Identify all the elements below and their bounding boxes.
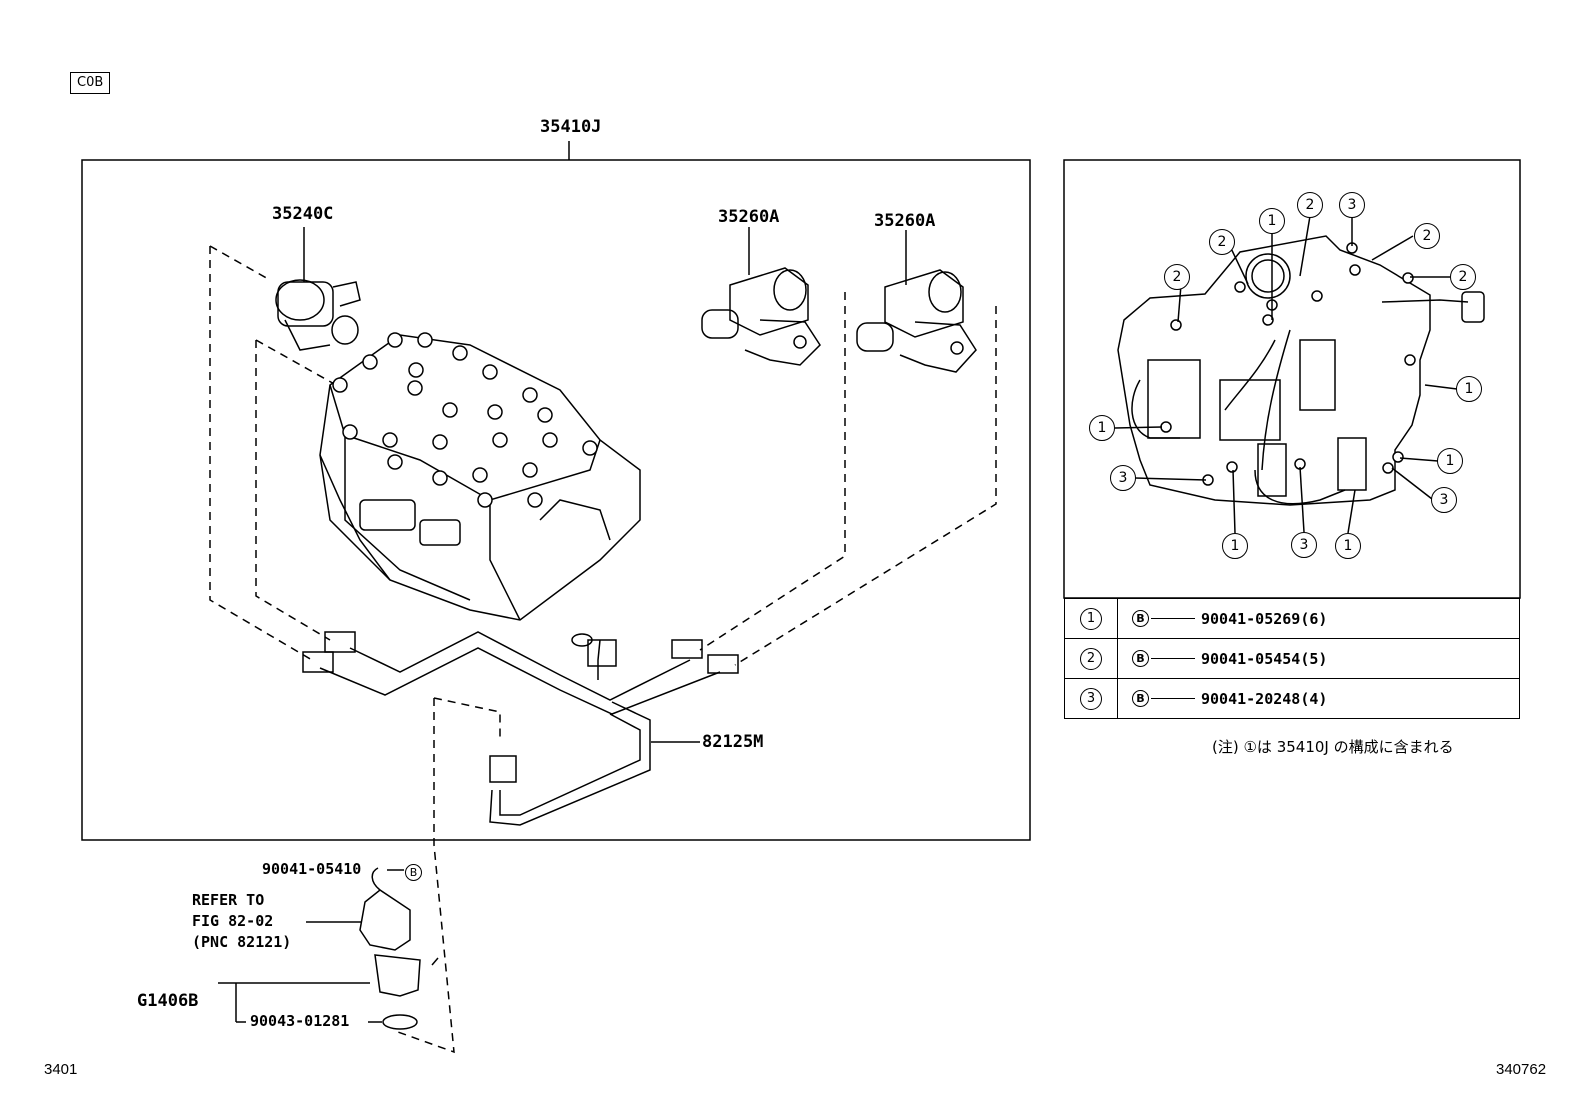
legend-mark: B — [1132, 610, 1149, 627]
legend-number: 2 — [1080, 648, 1102, 670]
assembly-frame — [81, 159, 1031, 841]
part-label-bolt-sensor: 90041-05410 — [262, 860, 362, 878]
refer-text-line2: FIG 82-02 — [192, 912, 274, 930]
inset-valve-body — [1117, 235, 1485, 506]
part-label-solenoid-a2: 35260A — [874, 211, 936, 231]
part-label-harness: 82125M — [702, 732, 764, 752]
solenoid-35260a-1 — [701, 267, 821, 366]
bolt-b-mark: B — [405, 861, 422, 881]
part-label-solenoid-c: 35240C — [272, 204, 334, 224]
callout-1: 1 — [1437, 448, 1463, 474]
part-label-solenoid-a1: 35260A — [718, 207, 780, 227]
solenoid-35260a-2 — [856, 269, 977, 373]
callout-3: 3 — [1431, 487, 1457, 513]
callout-2: 2 — [1209, 229, 1235, 255]
legend-mark: B — [1132, 690, 1149, 707]
legend-row: 2 B 90041-05454(5) — [1064, 638, 1520, 679]
callout-3: 3 — [1339, 192, 1365, 218]
solenoid-35240c — [275, 279, 361, 351]
corner-code-right: 340762 — [1496, 1061, 1547, 1078]
legend-number: 3 — [1080, 688, 1102, 710]
legend-row: 3 B 90041-20248(4) — [1064, 678, 1520, 719]
wire-harness — [302, 631, 739, 826]
callout-2: 2 — [1297, 192, 1323, 218]
section-code-tag: C0B — [70, 72, 111, 94]
callout-3: 3 — [1291, 532, 1317, 558]
part-label-assembly: 35410J — [540, 117, 602, 137]
callout-1: 1 — [1089, 415, 1115, 441]
refer-text-line3: (PNC 82121) — [192, 933, 292, 951]
callout-1: 1 — [1259, 208, 1285, 234]
part-label-sensor-group: G1406B — [137, 991, 199, 1011]
bolt-legend-table: 1 B 90041-05269(6) 2 B 90041-05454(5) 3 B 9… — [1064, 598, 1520, 719]
callout-1: 1 — [1222, 533, 1248, 559]
callout-2: 2 — [1450, 264, 1476, 290]
part-label-oring: 90043-01281 — [250, 1012, 350, 1030]
callout-1: 1 — [1335, 533, 1361, 559]
valve-body-bolts — [332, 332, 598, 508]
inset-bolt-holes — [1160, 242, 1416, 486]
callout-3: 3 — [1110, 465, 1136, 491]
legend-note: (注) ①は 35410J の構成に含まれる — [1212, 738, 1454, 756]
callout-1: 1 — [1456, 376, 1482, 402]
legend-mark: B — [1132, 650, 1149, 667]
legend-part: 90041-20248(4) — [1201, 689, 1328, 708]
corner-code-left: 3401 — [44, 1061, 78, 1078]
valve-body — [319, 334, 641, 621]
callout-2: 2 — [1164, 264, 1190, 290]
speed-sensor — [359, 867, 439, 1030]
callout-2: 2 — [1414, 223, 1440, 249]
legend-row: 1 B 90041-05269(6) — [1064, 598, 1520, 639]
legend-part: 90041-05269(6) — [1201, 609, 1328, 628]
legend-number: 1 — [1080, 608, 1102, 630]
refer-text-line1: REFER TO — [192, 891, 265, 909]
inset-frame — [1063, 159, 1521, 599]
legend-part: 90041-05454(5) — [1201, 649, 1328, 668]
